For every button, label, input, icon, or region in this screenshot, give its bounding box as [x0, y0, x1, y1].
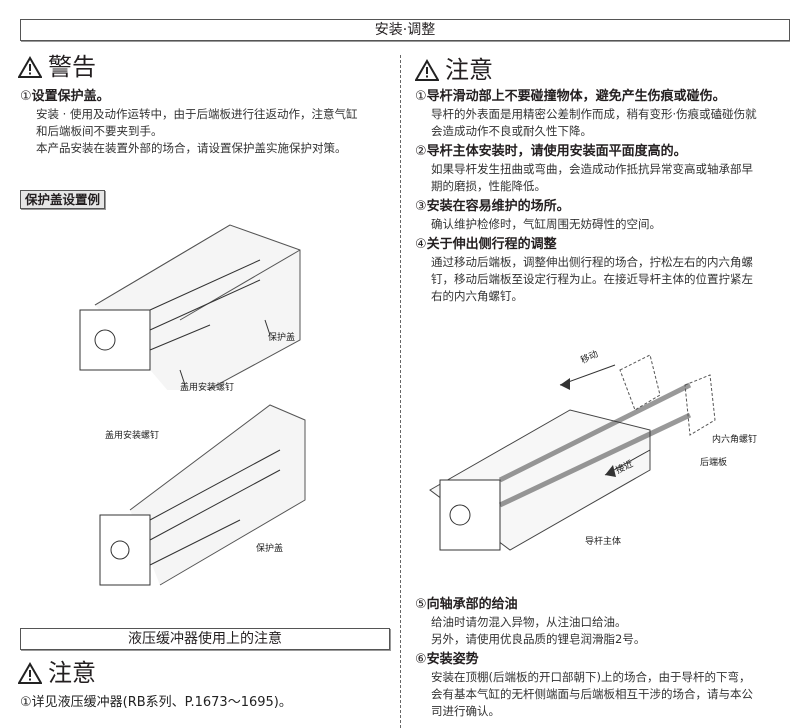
item-title: ④关于伸出侧行程的调整 — [415, 237, 557, 252]
caution-triangle-icon — [415, 59, 439, 81]
label-hex-screw: 内六角螺钉 — [712, 435, 758, 445]
item-title: ①导杆滑动部上不要碰撞物体，避免产生伤痕或碰伤。 — [415, 89, 726, 104]
item-body: 导杆的外表面是用精密公差制作而成，稍有变形·伤痕或磕碰伤就会造成动作不良或耐久性… — [431, 107, 757, 138]
item-body: 通过移动后端板，调整伸出侧行程的场合，拧松左右的内六角螺钉，移动后端板至设定行程… — [431, 255, 753, 303]
caution-item-3: ③安装在容易维护的场所。 确认维护检修时，气缸周围无妨碍性的空间。 — [415, 198, 790, 233]
caution-title: 注意 — [445, 56, 493, 84]
item-title: ③安装在容易维护的场所。 — [415, 199, 570, 214]
label-guide-body: 导杆主体 — [585, 537, 622, 547]
item-body: 安装 · 使用及动作运转中，由于后端板进行往返动作，注意气缸和后端板间不要夹到手… — [36, 107, 358, 155]
warning-item-1: ①设置保护盖。 安装 · 使用及动作运转中，由于后端板进行往返动作，注意气缸和后… — [20, 88, 390, 157]
stroke-adjustment-figure — [429, 354, 716, 551]
item-body: 给油时请勿混入异物，从注油口给油。另外，请使用优良品质的锂皂润滑脂2号。 — [431, 615, 646, 646]
label-rear-plate: 后端板 — [700, 458, 728, 468]
caution-items-1-4: ①导杆滑动部上不要碰撞物体，避免产生伤痕或碰伤。 导杆的外表面是用精密公差制作而… — [415, 88, 790, 305]
item-title: ⑤向轴承部的给油 — [415, 597, 518, 612]
label-protective-cover: 保护盖 — [268, 333, 296, 343]
example-tag: 保护盖设置例 — [20, 190, 106, 209]
caution-title: 注意 — [48, 659, 96, 687]
caution-item-6: ⑥安装姿势 安装在顶棚(后端板的开口部朝下)上的场合，由于导杆的下弯，会有基本气… — [415, 651, 790, 720]
item-body: 确认维护检修时，气缸周围无妨碍性的空间。 — [431, 217, 661, 231]
item-body: 安装在顶棚(后端板的开口部朝下)上的场合，由于导杆的下弯，会有基本气缸的无杆侧端… — [431, 670, 753, 718]
shock-absorber-note: ①详见液压缓冲器(RB系列、P.1673～1695)。 — [20, 695, 292, 710]
cover-example-figure-2 — [99, 404, 306, 586]
caution-item-1: ①导杆滑动部上不要碰撞物体，避免产生伤痕或碰伤。 导杆的外表面是用精密公差制作而… — [415, 88, 790, 140]
item-body: 如果导杆发生扭曲或弯曲，会造成动作抵抗异常变高或轴承部早期的磨损，性能降低。 — [431, 162, 753, 193]
caution-triangle-icon — [18, 662, 42, 684]
item-title: ⑥安装姿势 — [415, 652, 479, 667]
label-protective-cover-2: 保护盖 — [256, 544, 284, 554]
item-title: ①设置保护盖。 — [20, 89, 110, 104]
caution-heading-left: 注意 — [18, 658, 96, 688]
section-header: 安装·调整 — [20, 19, 790, 41]
shock-absorber-header: 液压缓冲器使用上的注意 — [20, 628, 390, 650]
label-cover-screw: 盖用安装螺钉 — [180, 383, 235, 393]
label-cover-screw-2: 盖用安装螺钉 — [105, 431, 160, 441]
caution-item-4: ④关于伸出侧行程的调整 通过移动后端板，调整伸出侧行程的场合，拧松左右的内六角螺… — [415, 236, 790, 305]
warning-title: 警告 — [48, 53, 96, 81]
caution-items-5-6: ⑤向轴承部的给油 给油时请勿混入异物，从注油口给油。另外，请使用优良品质的锂皂润… — [415, 596, 790, 720]
caution-item-2: ②导杆主体安装时，请使用安装面平面度高的。 如果导杆发生扭曲或弯曲，会造成动作抵… — [415, 143, 790, 195]
warning-triangle-icon — [18, 56, 42, 78]
caution-heading-right: 注意 — [415, 55, 493, 85]
item-title: ②导杆主体安装时，请使用安装面平面度高的。 — [415, 144, 687, 159]
caution-item-5: ⑤向轴承部的给油 给油时请勿混入异物，从注油口给油。另外，请使用优良品质的锂皂润… — [415, 596, 790, 648]
cover-example-figure-1 — [79, 224, 301, 390]
warning-heading: 警告 — [18, 52, 96, 82]
column-divider — [400, 55, 401, 728]
